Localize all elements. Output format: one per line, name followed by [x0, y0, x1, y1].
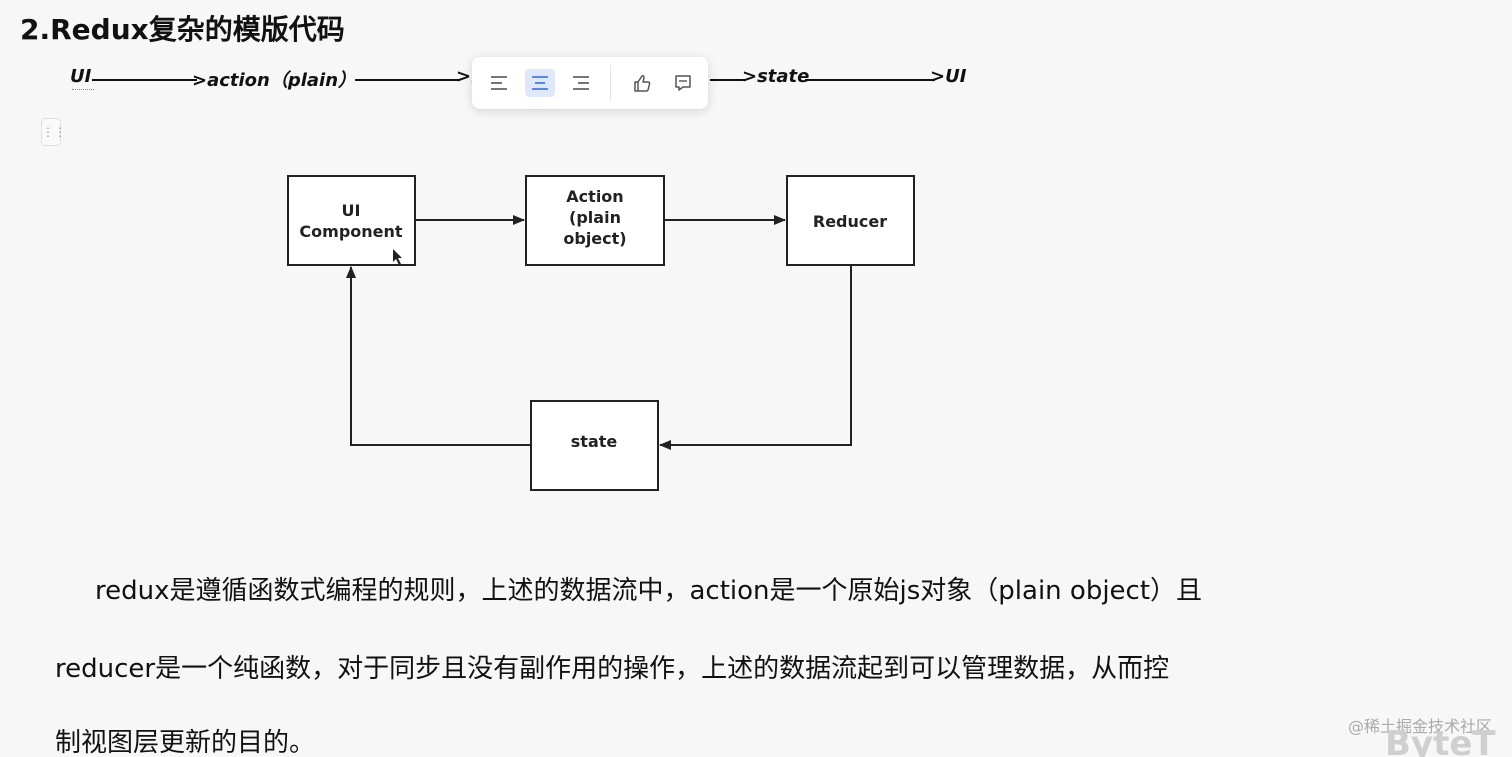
dotted-underline	[72, 89, 94, 90]
align-center-icon[interactable]	[525, 69, 555, 97]
flow-action: >action（plain）	[192, 70, 357, 91]
paragraph-line-1: redux是遵循函数式编程的规则，上述的数据流中，action是一个原始js对象…	[95, 576, 1203, 606]
action-label-line3: object)	[563, 229, 626, 248]
paragraph-line-3: 制视图层更新的目的。	[55, 728, 316, 757]
arrow-state-to-ui	[346, 266, 531, 446]
watermark-text: @稀土掘金技术社区	[1347, 717, 1492, 736]
ui-component-box	[287, 175, 416, 266]
state-box	[530, 400, 659, 491]
ui-component-label-line1: UI	[342, 201, 361, 220]
floating-toolbar	[472, 57, 708, 109]
thumbs-up-icon[interactable]	[627, 69, 657, 97]
arrow-reducer-to-state	[659, 265, 852, 450]
ui-component-label-line2: Component	[299, 222, 402, 241]
page-title: 2.Redux复杂的模版代码	[20, 13, 345, 46]
bytedance-logo: ByteT	[1385, 724, 1496, 757]
flow-state: >state	[742, 66, 810, 87]
flow-arrow	[805, 79, 935, 81]
drag-handle-icon[interactable]: ⋮⋮	[41, 118, 66, 146]
reducer-label: Reducer	[813, 212, 887, 231]
paragraph-line-2: reducer是一个纯函数，对于同步且没有副作用的操作，上述的数据流起到可以管理…	[55, 654, 1170, 684]
flow-arrow	[92, 79, 197, 81]
state-label: state	[571, 432, 618, 451]
align-left-icon[interactable]	[484, 69, 514, 97]
flow-ui: UI	[70, 66, 92, 87]
action-label-line2: (plain	[569, 208, 621, 227]
flow-ui-end: >UI	[930, 66, 967, 87]
reducer-box	[786, 175, 915, 266]
flow-arrow	[710, 79, 745, 81]
flow-arrow	[355, 79, 460, 81]
comment-icon[interactable]	[668, 69, 698, 97]
toolbar-separator	[610, 65, 611, 101]
action-box	[525, 175, 665, 266]
mouse-cursor-icon	[393, 249, 402, 265]
align-right-icon[interactable]	[566, 69, 596, 97]
action-label-line1: Action	[566, 187, 623, 206]
